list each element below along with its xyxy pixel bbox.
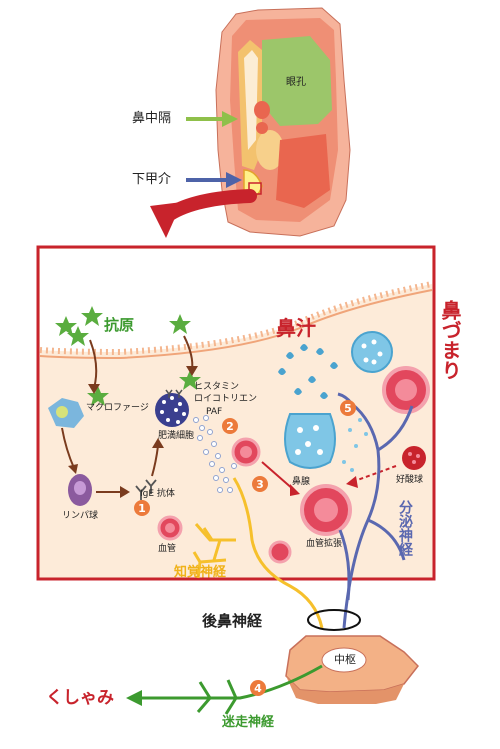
label-nasal-discharge: 鼻汁	[276, 316, 316, 340]
gland-cluster	[351, 331, 393, 373]
center-oval	[321, 647, 367, 673]
label-ige: IgE 抗体	[140, 489, 175, 499]
label-orbit: 眼孔	[286, 77, 306, 88]
mediator-granules	[193, 415, 237, 493]
step-3: 3	[252, 476, 268, 492]
orbit	[262, 36, 332, 126]
septum-arrow	[222, 111, 238, 127]
vessel-c	[268, 540, 292, 564]
label-macrophage: マクロファージ	[86, 403, 149, 413]
step-4: 4	[250, 680, 266, 696]
vagus-nerve	[170, 664, 323, 700]
nasal-gland	[284, 413, 336, 469]
secretion-drops	[278, 344, 338, 399]
label-secretory-nerve: 分泌神経	[397, 500, 413, 556]
label-sneeze: くしゃみ	[46, 688, 114, 708]
label-paf: PAF	[206, 407, 223, 417]
step-5: 5	[340, 400, 356, 416]
label-posterior-nasal-nerve: 後鼻神経	[202, 612, 263, 630]
label-histamine: ヒスタミン	[194, 382, 240, 392]
nerve-loop	[307, 609, 361, 631]
step-2: 2	[222, 418, 238, 434]
label-vagus: 迷走神経	[222, 715, 275, 730]
nasal-cross-section	[215, 7, 351, 237]
secretory-nerve	[342, 402, 381, 629]
label-blood-vessel: 血管	[158, 544, 177, 554]
label-sensory-nerve: 知覚神経	[174, 565, 227, 580]
label-nasal-gland: 鼻腺	[292, 477, 311, 487]
step-1: 1	[134, 500, 150, 516]
label-leukotriene: ロイコトリエン	[194, 394, 258, 404]
label-inferior-turbinate: 下甲介	[132, 172, 172, 187]
antigen-stars	[55, 306, 201, 406]
turbinate-arrow	[226, 172, 242, 188]
eosinophil-cell	[402, 446, 426, 470]
label-nasal-congestion: 鼻づまり	[438, 300, 462, 380]
sensory-nerve	[232, 477, 324, 629]
label-eosinophil: 好酸球	[396, 475, 424, 485]
label-septum: 鼻中隔	[132, 111, 172, 126]
sneeze-arrow	[126, 690, 142, 706]
label-vasodilation: 血管拡張	[306, 539, 343, 549]
ige-antibodies	[135, 479, 157, 500]
label-lymphocyte: リンパ球	[62, 511, 99, 521]
label-mast-cell: 肥満細胞	[158, 431, 195, 441]
label-center: 中枢	[334, 653, 356, 666]
label-antigen: 抗原	[104, 316, 135, 334]
